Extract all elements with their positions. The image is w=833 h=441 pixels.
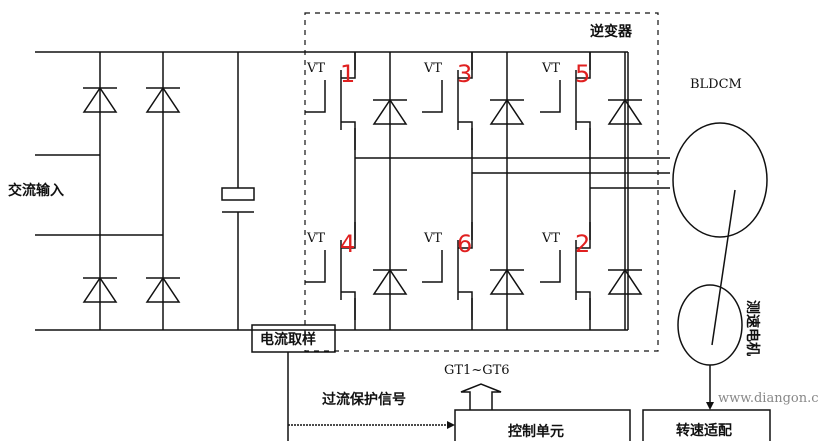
diode-icon bbox=[372, 268, 408, 295]
igbt-icon bbox=[340, 52, 356, 150]
switch-number-annotation: 4 bbox=[340, 230, 355, 258]
diode-icon bbox=[82, 276, 118, 303]
ac-input-label: 交流输入 bbox=[8, 182, 64, 199]
igbt-icon bbox=[457, 222, 473, 320]
igbt-icon bbox=[575, 222, 591, 320]
overcurrent-label: 过流保护信号 bbox=[322, 391, 406, 408]
arrow-head-icon bbox=[447, 421, 455, 429]
switch-label: VT bbox=[541, 231, 560, 246]
current-sampling-label: 电流取样 bbox=[260, 331, 316, 348]
switch-number-annotation: 2 bbox=[575, 230, 590, 258]
igbt-switch bbox=[305, 222, 357, 320]
igbt-switch bbox=[540, 52, 592, 150]
switch-label: VT bbox=[541, 61, 560, 76]
switch-label: VT bbox=[306, 61, 325, 76]
gate-signals-label: GT1~GT6 bbox=[444, 363, 510, 378]
switch-number-annotation: 5 bbox=[575, 60, 590, 88]
igbt-switch bbox=[540, 222, 592, 320]
switch-label: VT bbox=[306, 231, 325, 246]
inverter-label: 逆变器 bbox=[590, 23, 633, 40]
switch-label: VT bbox=[423, 61, 442, 76]
gate-lead bbox=[305, 250, 326, 283]
rectifier-bridge bbox=[82, 52, 181, 330]
motor-label: BLDCM bbox=[690, 77, 742, 92]
motor-shaft bbox=[711, 189, 736, 346]
diode-icon bbox=[607, 268, 643, 295]
tacho-generator bbox=[677, 284, 743, 366]
diode-icon bbox=[607, 98, 643, 125]
switch-number-annotation: 3 bbox=[457, 60, 472, 88]
igbt-switch bbox=[305, 52, 357, 150]
diode-icon bbox=[489, 268, 525, 295]
dc-capacitor bbox=[221, 52, 255, 330]
gate-lead bbox=[540, 250, 561, 283]
diode-icon bbox=[145, 86, 181, 113]
gate-lead bbox=[422, 80, 443, 113]
speed-adapter-label: 转速适配 bbox=[676, 422, 732, 439]
gate-arrow-icon bbox=[460, 383, 502, 410]
watermark: www.diangon.c bbox=[718, 391, 819, 406]
tacho-label: 测速电机 bbox=[744, 300, 761, 356]
igbt-switch bbox=[422, 222, 474, 320]
arrow-head-icon bbox=[706, 402, 714, 410]
diode-icon bbox=[489, 98, 525, 125]
gate-lead bbox=[305, 80, 326, 113]
switch-number-annotation: 1 bbox=[340, 60, 355, 88]
bldc-motor bbox=[672, 122, 768, 238]
speed-adapter-box bbox=[642, 409, 771, 441]
dc-bus bbox=[35, 51, 628, 331]
switch-label: VT bbox=[423, 231, 442, 246]
inverter-boundary bbox=[304, 12, 659, 352]
gate-lead bbox=[422, 250, 443, 283]
diode-icon bbox=[82, 86, 118, 113]
current-sampling-box bbox=[251, 324, 336, 353]
diode-icon bbox=[372, 98, 408, 125]
gate-lead bbox=[540, 80, 561, 113]
igbt-icon bbox=[575, 52, 591, 150]
diode-icon bbox=[145, 276, 181, 303]
igbt-switch bbox=[422, 52, 474, 150]
ac-input-lines bbox=[35, 154, 163, 236]
igbt-icon bbox=[340, 222, 356, 320]
igbt-icon bbox=[457, 52, 473, 150]
switch-number-annotation: 6 bbox=[457, 230, 472, 258]
control-unit-box bbox=[454, 409, 631, 441]
control-unit-label: 控制单元 bbox=[508, 423, 564, 440]
